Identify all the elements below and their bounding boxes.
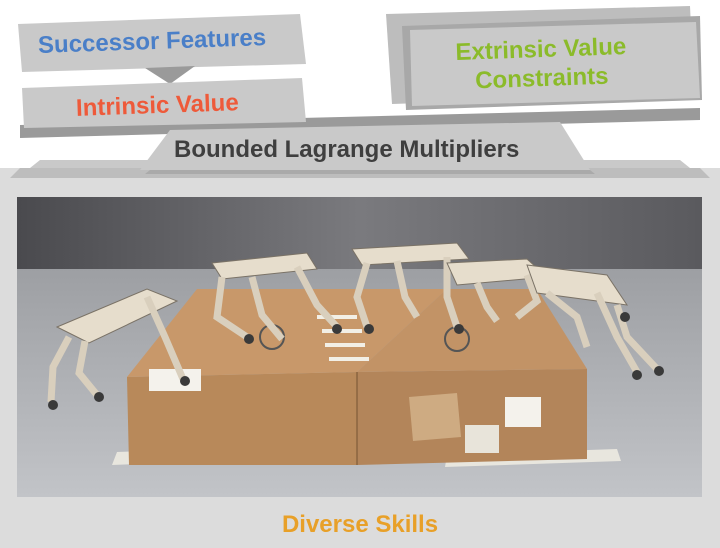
robot-dog-photo-icon xyxy=(17,197,702,497)
diverse-skills-label: Diverse Skills xyxy=(281,511,439,538)
bounded-lagrange-label: Bounded Lagrange Multipliers xyxy=(174,136,520,163)
extrinsic-value-label: Extrinsic Value Constraints xyxy=(455,33,628,97)
down-arrow-icon xyxy=(145,66,195,84)
extrinsic-line-1: Extrinsic Value xyxy=(455,33,627,66)
photo-frame: Diverse Skills xyxy=(0,185,720,548)
successor-panel xyxy=(18,14,306,72)
extrinsic-panel-top xyxy=(410,22,700,106)
extrinsic-line-2: Constraints xyxy=(474,62,609,95)
lagrange-trapezoid xyxy=(140,122,590,170)
hierarchy-diagram xyxy=(0,6,720,190)
lagrange-trapezoid-shade xyxy=(145,170,595,174)
intrinsic-panel xyxy=(22,78,306,128)
intrinsic-value-label: Intrinsic Value xyxy=(75,89,240,122)
